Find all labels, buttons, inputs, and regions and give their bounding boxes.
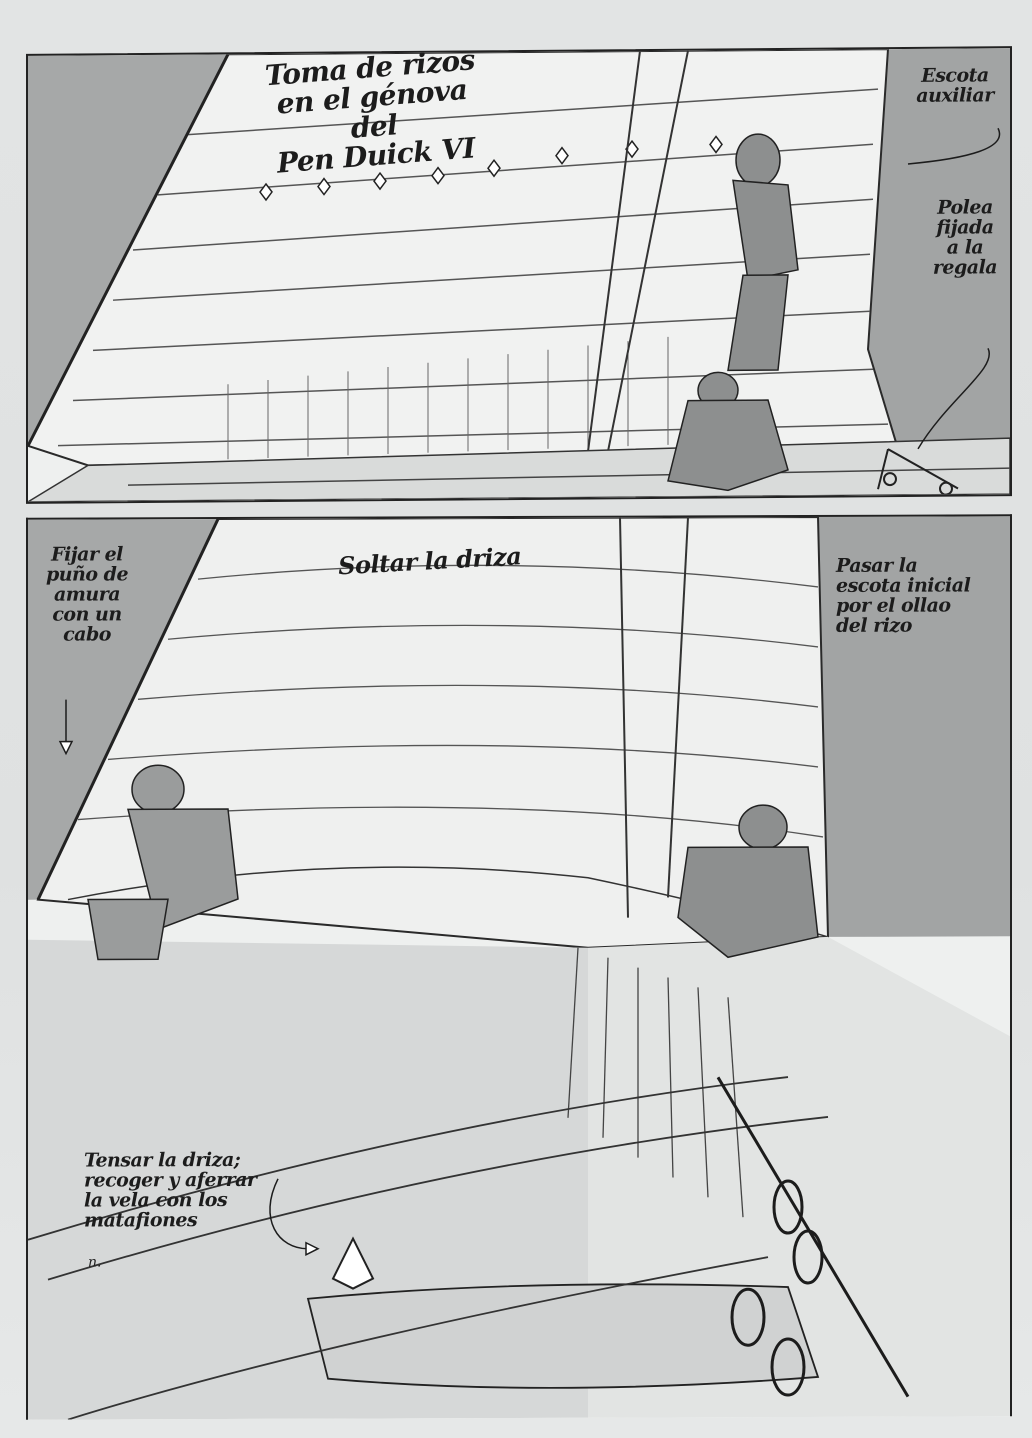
annotation-tensar-driza: Tensar la driza; recoger y aferrar la ve… bbox=[84, 1148, 257, 1232]
annotation-escota-auxiliar: Escota auxiliar bbox=[916, 64, 994, 107]
panel-reefing-genoa: Toma de rizos en el génova del Pen Duick… bbox=[26, 46, 1012, 504]
illustration-genoa-sail bbox=[28, 48, 1010, 502]
artist-signature: n. bbox=[88, 1254, 102, 1271]
annotation-fijar-puno: Fijar el puño de amura con un cabo bbox=[45, 543, 129, 646]
illustration-reefed-sail bbox=[28, 516, 1010, 1420]
annotation-polea-fijada: Polea fijada a la regala bbox=[932, 196, 998, 279]
panel-title: Toma de rizos en el génova del Pen Duick… bbox=[263, 46, 477, 180]
panel-reef-procedure: Fijar el puño de amura con un cabo Solta… bbox=[26, 514, 1012, 1420]
annotation-pasar-escota: Pasar la escota inicial por el ollao del… bbox=[836, 554, 971, 637]
